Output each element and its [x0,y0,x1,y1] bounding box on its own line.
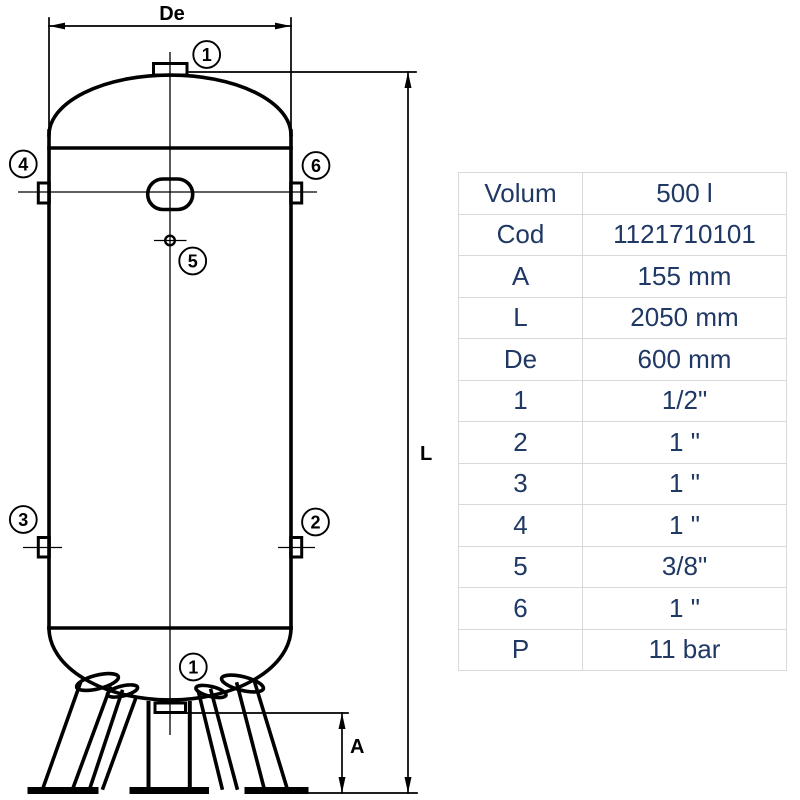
spec-value: 1 " [669,426,700,457]
tank-technical-drawing: 1 4 6 5 3 2 1 [8,3,432,794]
port-6-flange [289,181,304,205]
table-row: L 2050 mm [459,297,786,339]
dimension-lines [48,17,418,794]
centerlines [18,52,317,735]
svg-text:1: 1 [202,45,212,65]
callout-port-4: 4 [8,149,38,179]
spec-value: 2050 mm [630,302,739,333]
spec-label: 5 [459,546,583,587]
a-dimension-label: A [350,736,364,758]
right-leg-collar-inner [194,683,228,700]
table-row: A 155 mm [459,256,786,298]
spec-value: 155 mm [637,260,732,291]
callout-port-1-bottom: 1 [178,652,208,682]
svg-text:1: 1 [188,658,198,678]
spec-label: De [459,339,583,380]
callout-port-3: 3 [8,505,38,534]
table-row: P 11 bar [459,629,786,670]
l-dimension-label: L [420,443,432,465]
spec-label: 3 [459,463,583,504]
spec-label: Cod [459,214,583,255]
spec-label: A [459,256,583,297]
de-dimension-label: De [159,3,185,25]
spec-label: 1 [459,380,583,421]
legs [27,671,309,794]
callouts: 1 4 6 5 3 2 1 [8,40,331,682]
bottom-dome [47,626,293,702]
right-leg-collar-outer [219,673,266,694]
table-row: Volum 500 l [459,173,786,215]
port-3-flange [36,536,51,559]
spec-label: Volum [459,173,583,214]
left-leg-collar-outer [74,671,121,693]
bottom-nozzle [153,701,187,714]
spec-value: 1 " [669,468,700,499]
callout-port-2: 2 [301,507,330,537]
spec-label: 6 [459,588,583,629]
spec-value: 600 mm [637,343,732,374]
spec-table: Volum 500 l Cod 1121710101 A 155 mm L 20… [458,172,787,671]
spec-label: 2 [459,422,583,463]
spec-label: P [459,629,583,670]
nozzles [36,62,304,714]
svg-text:6: 6 [311,156,321,176]
callout-port-5: 5 [178,246,208,276]
table-row: 1 1/2" [459,380,786,422]
port-5-boss [163,234,176,247]
manhole [145,177,195,212]
spec-value: 1/2" [661,385,708,416]
table-row: 3 1 " [459,463,786,505]
table-row: Cod 1121710101 [459,214,786,256]
top-nozzle [152,62,189,77]
table-row: 2 1 " [459,422,786,464]
table-row: 5 3/8" [459,546,786,588]
svg-text:4: 4 [18,155,28,175]
svg-text:5: 5 [188,252,198,272]
svg-text:2: 2 [310,513,320,533]
port-4-flange [36,181,51,205]
spec-value: 1 " [669,509,700,540]
callout-port-6: 6 [301,151,331,180]
spec-label: 4 [459,505,583,546]
table-row: 4 1 " [459,505,786,547]
spec-value: 500 l [656,177,713,208]
svg-text:3: 3 [18,510,28,530]
spec-value: 1121710101 [613,219,756,250]
spec-label: L [459,297,583,338]
spec-value: 1 " [669,592,700,623]
table-row: De 600 mm [459,339,786,381]
table-row: 6 1 " [459,588,786,630]
spec-value: 11 bar [648,634,721,665]
callout-port-1-top: 1 [192,40,222,69]
port-2-flange [289,536,304,559]
spec-value: 3/8" [661,551,708,582]
dimension-arrows [49,22,412,793]
